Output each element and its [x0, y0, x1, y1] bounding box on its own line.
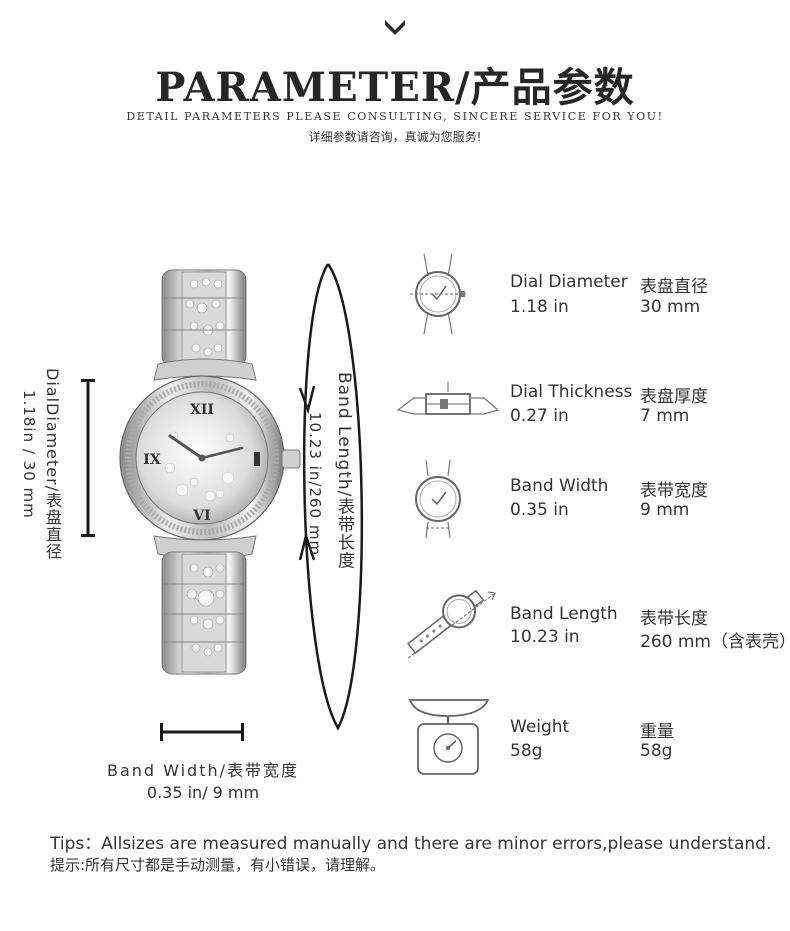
- spec-weight-value: 58g: [510, 741, 543, 761]
- spec-band-width-mm: 9 mm: [640, 500, 690, 520]
- band-length-loop-arrow: [298, 263, 364, 731]
- spec-dial-thickness-in: 0.27 in: [510, 406, 569, 426]
- spec-band-length-in: 10.23 in: [510, 627, 580, 647]
- spec-weight-name-cn: 重量: [640, 722, 674, 742]
- dial-diameter-icon: [410, 253, 466, 335]
- dial-diameter-dimension-line: [81, 379, 95, 537]
- tips-text: Tips：Allsizes are measured manually and …: [50, 834, 772, 854]
- band-length-value: 10.23 in/260 mm: [306, 412, 324, 557]
- dial-thickness-icon: [396, 382, 500, 415]
- spec-dial-diameter-mm: 30 mm: [640, 297, 701, 317]
- tips-text-cn: 提示:所有尺寸都是手动测量，有小错误，请理解。: [50, 856, 386, 874]
- spec-dial-diameter-in: 1.18 in: [510, 297, 569, 317]
- spec-dial-thickness-name-cn: 表盘厚度: [640, 387, 708, 407]
- spec-weight-name: Weight: [510, 717, 570, 737]
- spec-band-width-name-cn: 表带宽度: [640, 481, 708, 501]
- spec-dial-diameter-name-cn: 表盘直径: [640, 277, 708, 297]
- band-width-icon: [415, 459, 461, 539]
- page-subtitle: Detail parameters please consulting, sin…: [126, 110, 664, 123]
- band-length-label: Band Length/表带长度: [334, 372, 354, 570]
- dial-diameter-value: 1.18in / 30 mm: [20, 390, 38, 519]
- spec-band-width-in: 0.35 in: [510, 500, 569, 520]
- page-title: PARAMETER/产品参数: [155, 64, 635, 111]
- spec-dial-thickness-mm: 7 mm: [640, 406, 690, 426]
- svg-text:IX: IX: [143, 452, 161, 468]
- spec-band-length-name-cn: 表带长度: [640, 609, 708, 629]
- band-length-annotation: Band Length/表带长度 10.23 in/260 mm: [300, 372, 360, 602]
- svg-text:VI: VI: [192, 508, 210, 524]
- spec-weight-value-cn: 58g: [640, 741, 673, 761]
- spec-band-length-mm: 260 mm（含表壳）: [640, 632, 790, 652]
- spec-dial-diameter-name: Dial Diameter: [510, 272, 628, 292]
- spec-band-length-name: Band Length: [510, 604, 618, 624]
- watch-image: XII IX VI: [119, 269, 301, 675]
- spec-dial-thickness-name: Dial Thickness: [510, 382, 633, 402]
- chevron-down-icon: [385, 20, 405, 35]
- band-width-label: Band Width/表带宽度: [106, 761, 300, 780]
- svg-text:XII: XII: [190, 402, 214, 418]
- band-width-dimension-line: [160, 723, 244, 741]
- spec-band-width-name: Band Width: [510, 476, 609, 496]
- page-subtitle-cn: 详细参数请咨询，真诚为您服务!: [308, 130, 482, 144]
- scale-icon: [408, 699, 490, 775]
- band-width-value: 0.35 in/ 9 mm: [146, 783, 260, 802]
- dial-diameter-label: DialDiameter/表盘直径: [43, 368, 62, 561]
- band-length-icon: [407, 589, 496, 659]
- dial-diameter-annotation: DialDiameter/表盘直径 1.18in / 30 mm: [20, 368, 82, 598]
